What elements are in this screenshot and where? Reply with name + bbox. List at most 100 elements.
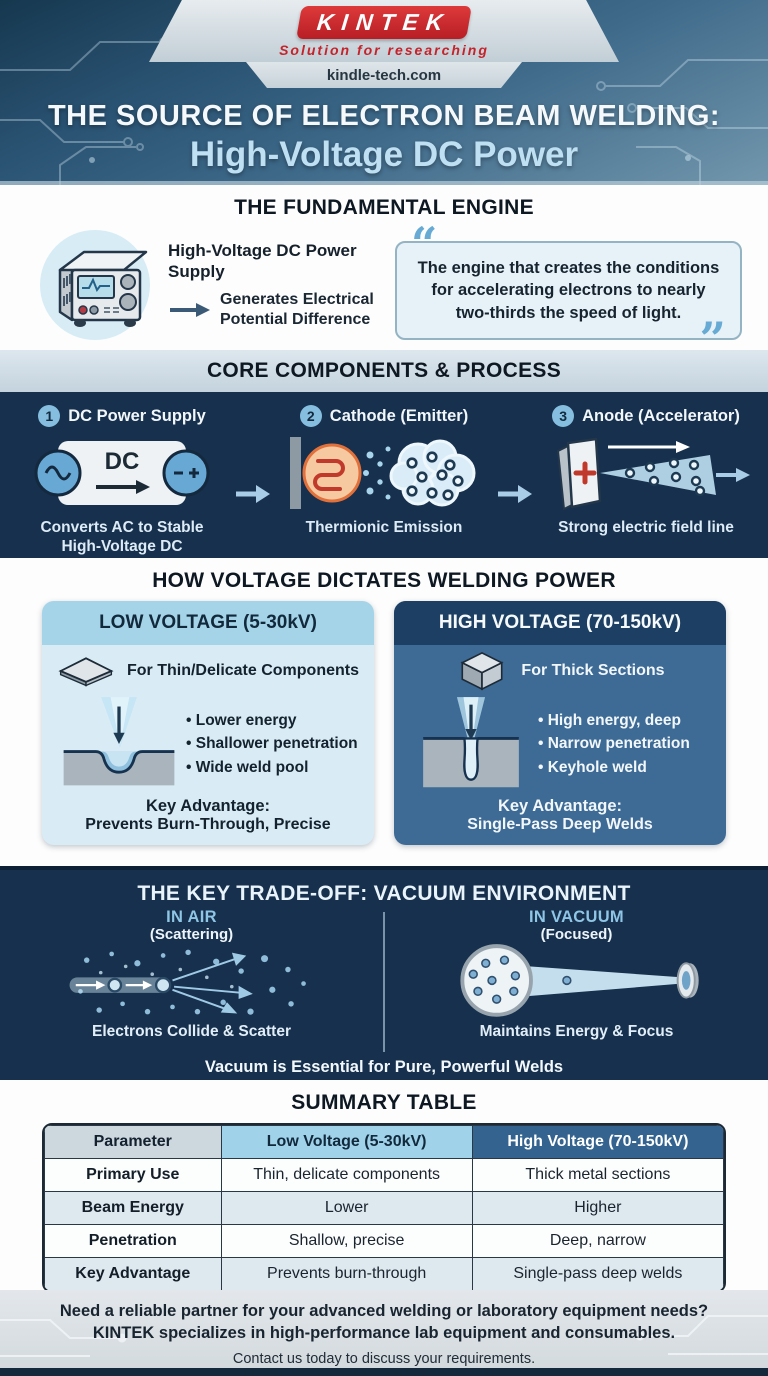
advantage-label: Key Advantage: [145,797,271,815]
engine-description: Generates Electrical Potential Differenc… [220,290,374,330]
air-subtitle: (Scattering) [149,926,234,943]
summary-heading: SUMMARY TABLE [291,1091,477,1114]
component-2-caption: Thermionic Emission [306,518,463,537]
vacuum-title: IN VACUUM [529,908,624,926]
table-row: Primary Use Thin, delicate components Th… [44,1158,724,1192]
quote-card: “ The engine that creates the conditions… [395,221,742,362]
section-vacuum-tradeoff: THE KEY TRADE-OFF: VACUUM ENVIRONMENT IN… [0,866,768,1080]
air-title: IN AIR [166,908,217,926]
logo-text: KINTEK [315,9,453,35]
vacuum-caption: Maintains Energy & Focus [479,1023,674,1040]
row-value-low: Thin, delicate components [220,1158,473,1192]
air-caption: Electrons Collide & Scatter [92,1023,291,1040]
core-heading: CORE COMPONENTS & PROCESS [206,359,562,382]
bullet-item: Narrow penetration [538,732,716,755]
row-value-low: Shallow, precise [220,1224,473,1258]
table-row: Beam Energy Lower Higher [44,1191,724,1225]
high-voltage-title: HIGH VOLTAGE (70-150kV) [394,601,726,645]
footer-line1: Need a reliable partner for your advance… [59,1302,709,1320]
row-label: Penetration [44,1224,222,1258]
thick-block-icon [460,652,504,691]
dc-conversion-diagram-icon: DC [24,430,220,516]
low-voltage-use: For Thin/Delicate Components [126,662,359,679]
footer: Need a reliable partner for your advance… [0,1290,768,1368]
low-voltage-bullets: Lower energy Shallower penetration Wide … [186,697,364,779]
flow-arrow-icon [498,485,532,503]
row-value-low: Lower [220,1191,473,1225]
engine-label: High-Voltage DC Power Supply [168,241,357,281]
engine-desc-line1: Generates Electrical [220,290,374,308]
high-voltage-bullets: High energy, deep Narrow penetration Key… [538,697,716,779]
bullet-item: Shallower penetration [186,732,364,755]
footer-contact: Contact us today to discuss your require… [232,1350,536,1367]
panel-divider [383,912,385,1052]
col-low-voltage: Low Voltage (5-30kV) [220,1125,473,1159]
step-3-badge: 3 [552,405,575,427]
svg-text:DC: DC [105,448,140,475]
col-high-voltage: High Voltage (70-150kV) [471,1125,724,1159]
col-parameter: Parameter [44,1125,222,1159]
voltage-heading: HOW VOLTAGE DICTATES WELDING POWER [152,569,616,592]
high-voltage-card: HIGH VOLTAGE (70-150kV) For Thick Sectio… [394,601,726,845]
section-core-components: 1 DC Power Supply DC Converts AC to Stab [0,392,768,558]
row-value-high: Higher [471,1191,724,1225]
main-title: THE SOURCE OF ELECTRON BEAM WELDING: [47,100,721,132]
header-divider [0,181,768,185]
row-label: Key Advantage [44,1257,222,1291]
circuit-pattern [0,1315,768,1357]
footer-message: Need a reliable partner for your advance… [0,1290,768,1345]
in-air-panel: IN AIR (Scattering) [0,908,383,1052]
bottom-border [0,1368,768,1376]
section-voltage-power: HOW VOLTAGE DICTATES WELDING POWER LOW V… [0,558,768,866]
website-band: kindle-tech.com [246,62,522,88]
core-heading-band: CORE COMPONENTS & PROCESS [0,350,768,392]
tradeoff-heading: THE KEY TRADE-OFF: VACUUM ENVIRONMENT [137,882,631,905]
engine-desc-line2: Potential Difference [220,310,371,328]
table-row: Key Advantage Prevents burn-through Sing… [44,1257,724,1291]
vacuum-subtitle: (Focused) [540,926,613,943]
component-1-title: DC Power Supply [68,406,206,425]
low-voltage-card: LOW VOLTAGE (5-30kV) For Thin/Delicate C… [42,601,374,845]
logo-plate: KINTEK Solution for researching [149,0,619,62]
row-value-high: Deep, narrow [471,1224,724,1258]
section-fundamental-engine: THE FUNDAMENTAL ENGINE [0,185,768,362]
step-2-badge: 2 [299,405,322,427]
in-vacuum-panel: IN VACUUM (Focused) [385,908,768,1052]
component-cathode: 2 Cathode (Emitter) [270,402,498,558]
air-scattering-illustration [27,943,357,1021]
low-voltage-advantage: Key Advantage: Prevents Burn-Through, Pr… [42,797,374,834]
table-header-row: Parameter Low Voltage (5-30kV) High Volt… [44,1125,724,1159]
anode-beam-icon [542,430,750,516]
bullet-item: Wide weld pool [186,756,364,779]
component-2-title: Cathode (Emitter) [329,406,469,425]
advantage-text: Single-Pass Deep Welds [467,816,653,833]
flow-arrow-icon [236,485,270,503]
kintek-logo: KINTEK [296,6,472,39]
step-1-badge: 1 [38,405,61,427]
right-arrow-icon [170,302,210,317]
high-voltage-use: For Thick Sections [521,662,665,679]
sub-title: High-Voltage DC Power [189,135,579,174]
component-dc-power-supply: 1 DC Power Supply DC Converts AC to Stab [8,402,236,558]
header: KINTEK Solution for researching kindle-t… [0,0,768,185]
component-1-caption-line1: Converts AC to Stable [40,519,204,536]
bullet-item: High energy, deep [538,709,716,732]
row-value-high: Single-pass deep welds [471,1257,724,1291]
quote-text: The engine that creates the conditions f… [417,259,720,322]
bullet-item: Keyhole weld [538,756,716,779]
low-voltage-weld-illustration [63,697,175,786]
website-text: kindle-tech.com [326,66,442,84]
low-voltage-title: LOW VOLTAGE (5-30kV) [42,601,374,645]
open-quote-icon: “ [411,217,438,272]
row-value-high: Thick metal sections [471,1158,724,1192]
advantage-label: Key Advantage: [497,797,623,815]
title-block: THE SOURCE OF ELECTRON BEAM WELDING: Hig… [0,100,768,175]
power-supply-icon [34,222,156,349]
engine-heading: THE FUNDAMENTAL ENGINE [234,196,534,219]
advantage-text: Prevents Burn-Through, Precise [85,816,331,833]
summary-table: Parameter Low Voltage (5-30kV) High Volt… [42,1123,726,1293]
footer-line2: KINTEK specializes in high-performance l… [92,1324,676,1343]
component-3-caption: Strong electric field line [558,518,734,537]
component-anode: 3 Anode (Accelerator) [532,402,760,558]
